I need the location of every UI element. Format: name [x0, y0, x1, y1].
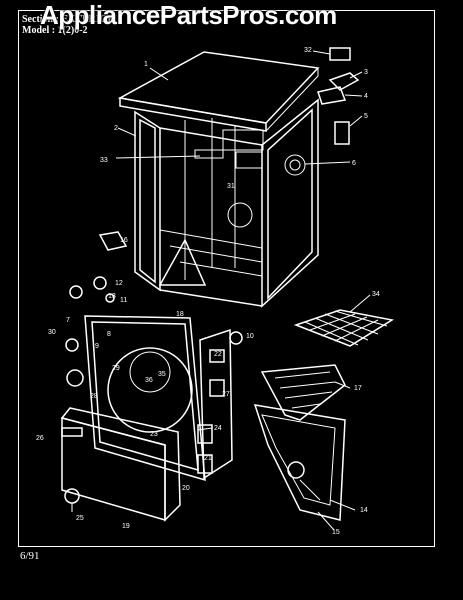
callout-6: 6	[352, 160, 356, 167]
callout-28: 28	[90, 393, 98, 400]
dryer-door	[60, 407, 181, 522]
callout-36: 36	[145, 377, 153, 384]
callout-8: 8	[107, 331, 111, 338]
cabinet-body	[134, 98, 319, 308]
callout-30: 30	[48, 329, 56, 336]
callout-19: 19	[122, 523, 130, 530]
callout-20: 20	[182, 485, 190, 492]
callout-15: 15	[332, 529, 340, 536]
callout-26: 26	[36, 435, 44, 442]
callout-leaders	[115, 50, 371, 531]
callout-21: 21	[204, 455, 212, 462]
callout-34: 34	[372, 291, 380, 298]
base-toe-panel	[253, 404, 346, 521]
callout-25: 25	[76, 515, 84, 522]
callout-16: 16	[120, 237, 128, 244]
callout-24: 24	[214, 425, 222, 432]
callout-10: 10	[246, 333, 254, 340]
model-label: Model : 1(2)0-2	[22, 25, 88, 36]
callout-11: 11	[120, 297, 127, 304]
revision-date: 6/91	[20, 550, 40, 562]
callout-5: 5	[364, 113, 368, 120]
watermark-text: AppliancePartsPros.com	[40, 0, 337, 30]
callout-33: 33	[100, 157, 108, 164]
callout-17: 17	[354, 385, 362, 392]
callout-32: 32	[304, 47, 312, 54]
callout-9: 9	[95, 343, 99, 350]
callout-31: 31	[227, 183, 235, 190]
callout-14: 14	[360, 507, 368, 514]
front-panel	[65, 276, 243, 482]
callout-4: 4	[364, 93, 368, 100]
callout-1: 1	[144, 61, 148, 68]
callout-22: 22	[214, 351, 222, 358]
section-label: Section : EXTERIOR	[22, 14, 115, 25]
callout-7: 7	[66, 317, 70, 324]
callout-35: 35	[158, 371, 166, 378]
callout-18: 18	[176, 311, 184, 318]
callout-27: 27	[222, 391, 230, 398]
callout-23: 23	[150, 431, 158, 438]
diagram-frame	[18, 10, 435, 547]
callout-29: 29	[112, 365, 120, 372]
callout-12: 12	[115, 280, 123, 287]
lint-filter	[260, 364, 346, 421]
callout-3: 3	[364, 69, 368, 76]
callout-numbers: 1 2 3 4 5 6 7 8 9 10 11 12 13 14 15 16 1…	[36, 47, 380, 536]
top-panel	[117, 51, 320, 132]
callout-13: 13	[108, 293, 116, 300]
drum-rack-grid	[293, 309, 395, 347]
callout-2: 2	[114, 125, 118, 132]
